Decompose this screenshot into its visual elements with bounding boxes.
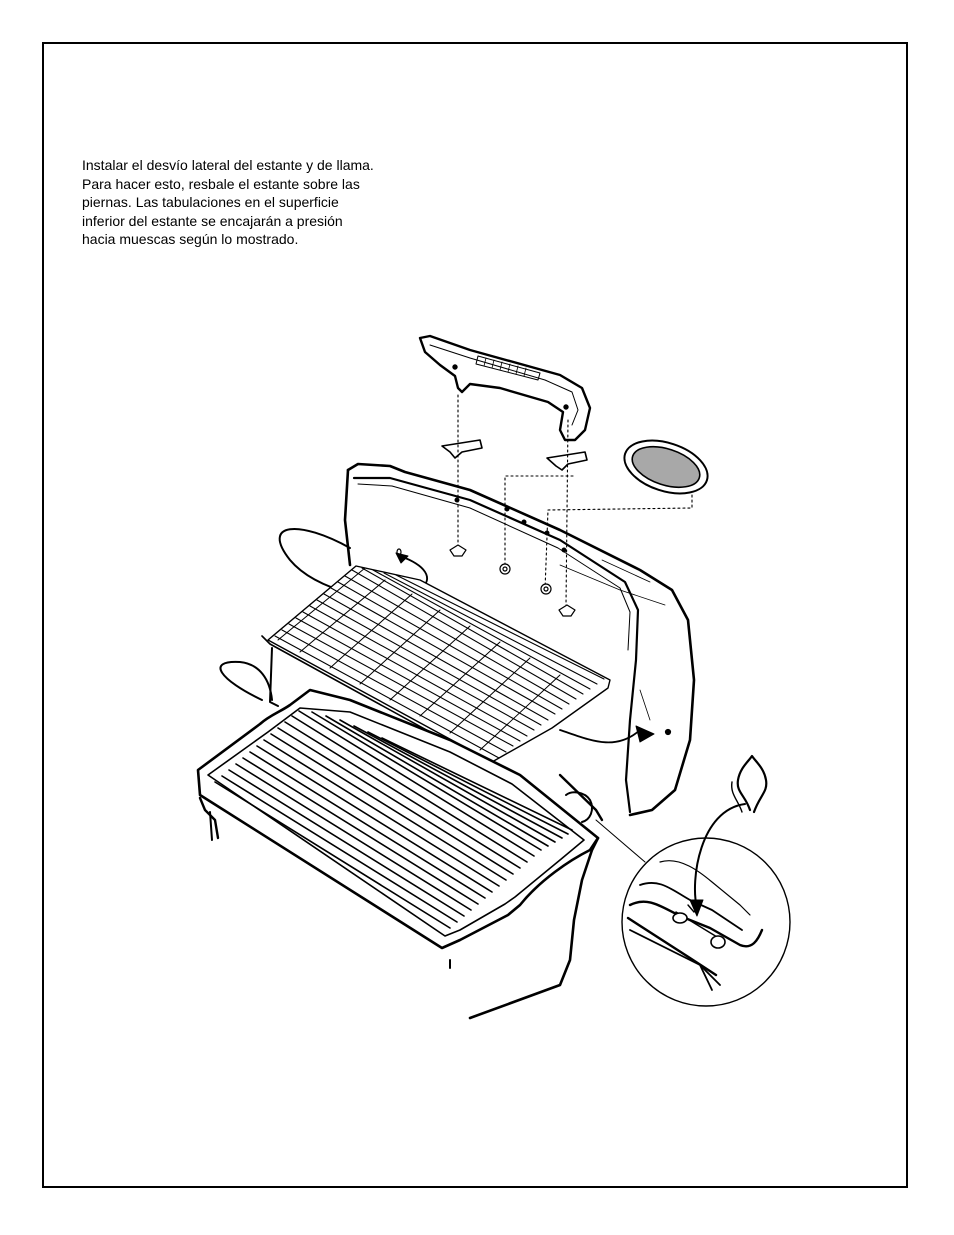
instruction-line-2: Para hacer esto, resbale el estante sobr…: [82, 175, 360, 192]
lid-handle: [418, 334, 592, 442]
instruction-line-5: hacia muescas según lo mostrado.: [82, 231, 299, 248]
instruction-line-4: inferior del estante se encajarán a pres…: [82, 212, 343, 229]
hair-pin-clip: [689, 754, 768, 917]
instruction-line-3: piernas. Las tabulaciones en el superfic…: [82, 194, 339, 211]
warming-rack: [261, 565, 611, 883]
temperature-gauge: [623, 439, 709, 495]
handle-spacers: [441, 439, 588, 471]
page-border: [42, 42, 908, 1188]
detail-leader-line: [595, 819, 646, 863]
instruction-text: Instalar el desvío lateral del estante y…: [82, 156, 422, 249]
firebox: [196, 688, 604, 1020]
instruction-line-1: Instalar el desvío lateral del estante y…: [82, 157, 374, 173]
alignment-lines: [457, 394, 693, 606]
grill-lid: [343, 462, 696, 817]
detail-inset: [621, 837, 791, 1007]
